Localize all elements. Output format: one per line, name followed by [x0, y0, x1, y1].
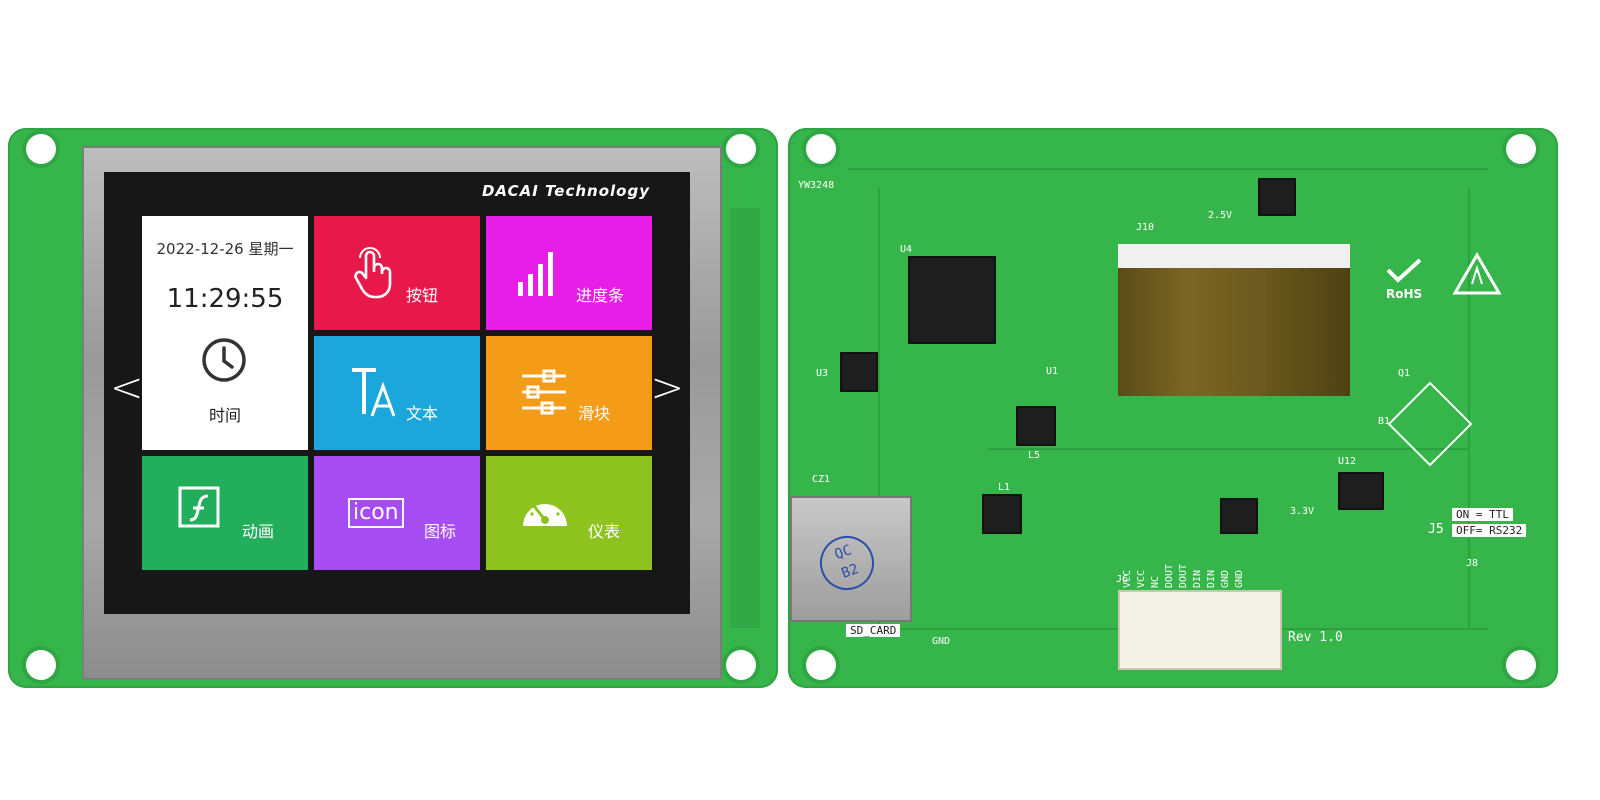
rohs-mark: RoHS — [1386, 258, 1422, 301]
j5-label: J5 — [1428, 522, 1444, 537]
mounting-hole — [1506, 650, 1536, 680]
tile-button-label: 按钮 — [406, 286, 439, 305]
front-board: DACAI Technology < > 2022-12-26 星期一 11:2… — [8, 128, 778, 688]
silk-j8: J8 — [1466, 558, 1479, 569]
j6-connector — [1118, 590, 1282, 670]
silk-l5: L5 — [1028, 450, 1041, 461]
silk-3v3: 3.3V — [1290, 506, 1315, 517]
app-grid: 2022-12-26 星期一 11:29:55 时间 按钮 — [142, 216, 652, 570]
tile-animation-label: 动画 — [242, 522, 275, 541]
silk-u12: U12 — [1338, 456, 1357, 467]
rs232-chip — [1338, 472, 1384, 510]
clock-icon — [202, 338, 246, 382]
silk-gnd: GND — [932, 636, 951, 647]
tile-progress[interactable]: 进度条 — [486, 216, 652, 330]
silk-u1: U1 — [1046, 366, 1059, 377]
flash-icon — [178, 486, 220, 528]
pcb-trace — [988, 448, 1468, 450]
mounting-hole — [1506, 134, 1536, 164]
mounting-hole — [726, 134, 756, 164]
silk-2v5: 2.5V — [1208, 210, 1233, 221]
tile-text-label: 文本 — [406, 404, 439, 423]
tile-text[interactable]: 文本 — [314, 336, 480, 450]
rohs-text: RoHS — [1386, 287, 1423, 301]
back-board: YW3248 U4 U3 U1 L5 L1 J10 2.5V 3.3V U12 … — [788, 128, 1558, 688]
tile-gauge[interactable]: 仪表 — [486, 456, 652, 570]
pin-label: DOUT — [1164, 563, 1175, 588]
inductor-l2 — [1258, 178, 1296, 216]
regulator-chip — [1016, 406, 1056, 446]
tile-button[interactable]: 按钮 — [314, 216, 480, 330]
tile-progress-label: 进度条 — [576, 286, 625, 305]
pin-label: GND — [1220, 569, 1231, 588]
display-bezel: DACAI Technology < > 2022-12-26 星期一 11:2… — [82, 146, 722, 680]
mounting-hole — [806, 650, 836, 680]
checkmark-icon — [1386, 258, 1422, 283]
qc-stamp: QC B2 — [812, 528, 882, 598]
prev-page-button[interactable]: < — [110, 365, 144, 411]
silk-cz1: CZ1 — [812, 474, 831, 485]
silk-u3: U3 — [816, 368, 829, 379]
pin-label: DIN — [1206, 569, 1217, 588]
gauge-icon — [523, 498, 567, 526]
lcd-screen: DACAI Technology < > 2022-12-26 星期一 11:2… — [104, 172, 690, 614]
pcb-trace — [1468, 188, 1470, 628]
mounting-hole — [26, 134, 56, 164]
pin-label: NC — [1150, 575, 1161, 588]
silk-model: YW3248 — [798, 180, 835, 191]
silk-q1: Q1 — [1398, 368, 1411, 379]
brand-label: DACAI Technology — [481, 182, 650, 200]
flash-chip — [840, 352, 878, 392]
tile-slider[interactable]: 滑块 — [486, 336, 652, 450]
tile-icon[interactable]: icon 图标 — [314, 456, 480, 570]
mounting-hole — [26, 650, 56, 680]
text-ta-icon — [352, 368, 396, 417]
mcu-chip — [908, 256, 996, 344]
pcb-trace — [878, 188, 880, 628]
buzzer-outline — [1387, 381, 1473, 467]
sd-card-slot: QC B2 — [790, 496, 912, 622]
pin-label: DIN — [1192, 569, 1203, 588]
esd-warning-icon — [1452, 252, 1502, 295]
j6-pin-labels: VCC VCC NC DOUT DOUT DIN DIN GND GND — [1122, 536, 1272, 588]
date-text: 2022-12-26 星期一 — [156, 240, 294, 258]
silk-j6: J6 — [1116, 574, 1129, 585]
time-text: 11:29:55 — [166, 284, 284, 314]
silk-j10: J10 — [1136, 222, 1155, 233]
side-connector-pads — [730, 208, 760, 628]
rs232-label: OFF= RS232 — [1452, 524, 1527, 537]
icon-text-icon: icon — [348, 498, 404, 528]
pin-label: VCC — [1136, 569, 1147, 588]
u10-chip — [1220, 498, 1258, 534]
pin-label: DOUT — [1178, 563, 1189, 588]
fpc-ribbon-connector — [1118, 244, 1350, 396]
sliders-icon — [522, 369, 566, 415]
tile-slider-label: 滑块 — [578, 404, 611, 423]
tile-icon-label: 图标 — [424, 522, 457, 541]
pcb-trace — [848, 168, 1488, 170]
tile-gauge-label: 仪表 — [588, 522, 621, 541]
tile-animation[interactable]: 动画 — [142, 456, 308, 570]
mounting-hole — [726, 650, 756, 680]
clock-tile[interactable]: 2022-12-26 星期一 11:29:55 时间 — [142, 216, 308, 450]
inductor-l1 — [982, 494, 1022, 534]
ttl-label: ON = TTL — [1452, 508, 1513, 521]
silk-b1: B1 — [1378, 416, 1391, 427]
hand-pointer-icon — [354, 247, 392, 299]
sd-card-label: SD_CARD — [846, 624, 901, 637]
signal-bars-icon — [518, 252, 553, 296]
silk-u4: U4 — [900, 244, 913, 255]
silk-l1: L1 — [998, 482, 1011, 493]
pin-label: GND — [1234, 569, 1245, 588]
clock-label: 时间 — [208, 406, 241, 425]
next-page-button[interactable]: > — [650, 365, 684, 411]
mounting-hole — [806, 134, 836, 164]
icon-text: icon — [353, 500, 399, 525]
pin-label: VCC — [1122, 569, 1133, 588]
silk-rev: Rev 1.0 — [1288, 630, 1343, 645]
